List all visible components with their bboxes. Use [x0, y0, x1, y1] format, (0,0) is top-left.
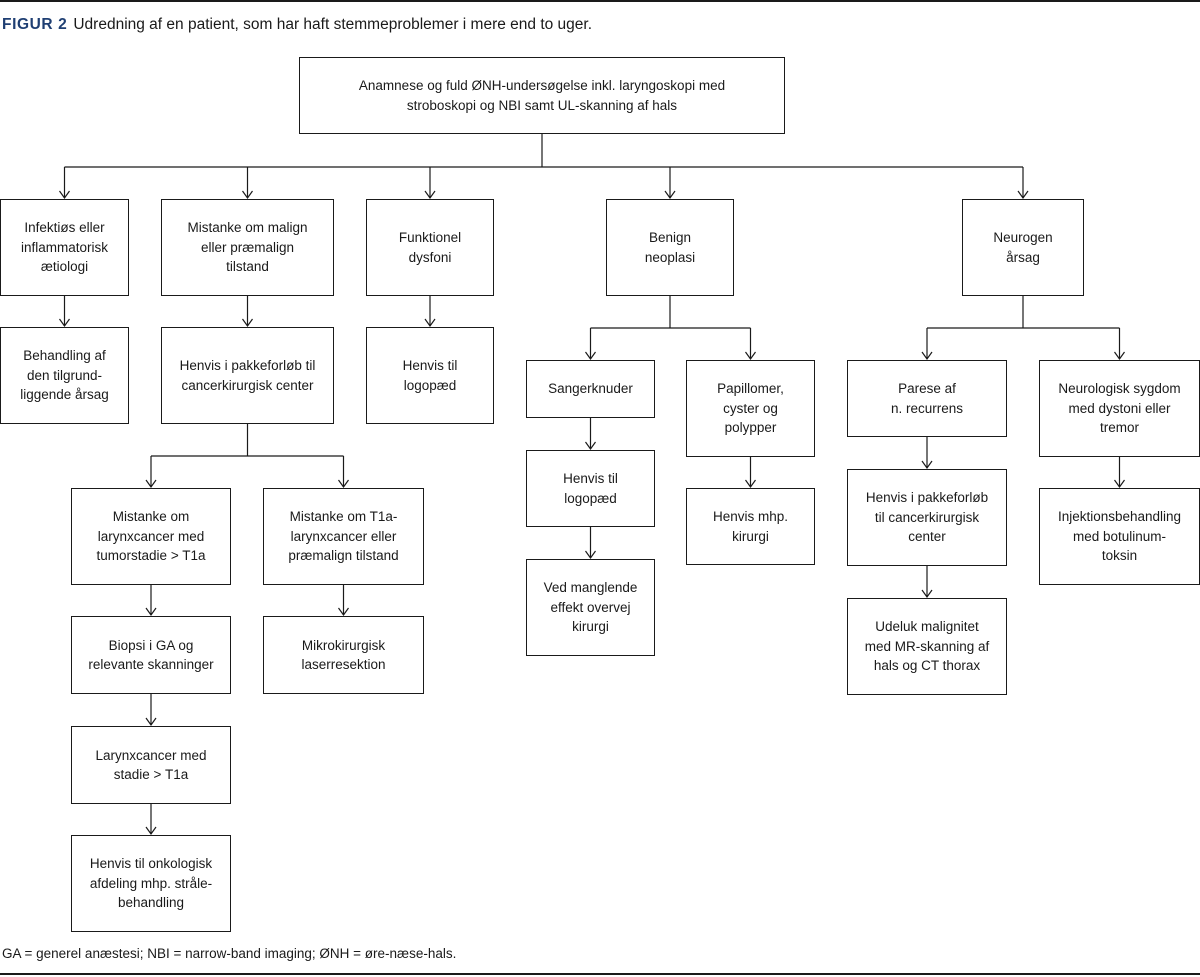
arrowhead [585, 441, 596, 451]
node-henvis-pakkeforloeb-2: Henvis i pakkeforløb til cancerkirurgisk… [847, 469, 1007, 566]
node-henvis-pakkeforloeb: Henvis i pakkeforløb til cancerkirurgisk… [161, 327, 334, 424]
node-henvis-onkologisk: Henvis til onkologisk afdeling mhp. strå… [71, 835, 231, 932]
arrowhead [242, 190, 253, 200]
arrowhead [921, 460, 933, 470]
node-mikrokirurgisk: Mikrokirurgisk laserresektion [263, 616, 424, 694]
arrowhead [921, 351, 933, 361]
node-injektionsbehandling: Injektionsbehandling med botulinum- toks… [1039, 488, 1200, 585]
figure-caption: FIGUR 2 Udredning af en patient, som har … [2, 16, 592, 34]
node-anamnese: Anamnese og fuld ØNH-undersøgelse inkl. … [299, 57, 785, 134]
node-neurologisk-sygdom: Neurologisk sygdom med dystoni eller tre… [1039, 360, 1200, 457]
arrowhead [145, 826, 157, 836]
arrowhead [145, 607, 157, 617]
figure-label: FIGUR 2 [2, 16, 68, 33]
arrowhead [585, 550, 596, 560]
node-biopsi: Biopsi i GA og relevante skanninger [71, 616, 231, 694]
arrowhead [585, 351, 596, 361]
footnote: GA = generel anæstesi; NBI = narrow-band… [2, 946, 457, 961]
node-neurogen-aarsag: Neurogen årsag [962, 199, 1084, 296]
arrowhead [242, 318, 253, 328]
arrowhead [664, 190, 676, 200]
arrowhead [145, 479, 157, 489]
node-mistanke-malign: Mistanke om malign eller præmalign tilst… [161, 199, 334, 296]
node-parese: Parese af n. recurrens [847, 360, 1007, 437]
node-mistanke-t1a: Mistanke om T1a- larynxcancer eller præm… [263, 488, 424, 585]
bottom-rule [0, 973, 1200, 975]
node-funktionel-dysfoni: Funktionel dysfoni [366, 199, 494, 296]
arrowhead [745, 351, 756, 361]
arrowhead [59, 318, 70, 328]
top-rule [0, 0, 1200, 2]
node-behandling: Behandling af den tilgrund- liggende års… [0, 327, 129, 424]
arrowhead [338, 607, 349, 617]
node-ved-manglende-effekt: Ved manglende effekt overvej kirurgi [526, 559, 655, 656]
node-benign-neoplasi: Benign neoplasi [606, 199, 734, 296]
arrowhead [1114, 351, 1125, 361]
node-papillomer: Papillomer, cyster og polypper [686, 360, 815, 457]
arrowhead [424, 318, 436, 328]
arrowhead [145, 717, 157, 727]
arrowhead [59, 190, 70, 200]
arrowhead [1017, 190, 1029, 200]
node-larynxcancer-stadie: Larynxcancer med stadie > T1a [71, 726, 231, 804]
node-henvis-logopaed-sanger: Henvis til logopæd [526, 450, 655, 527]
node-sangerknuder: Sangerknuder [526, 360, 655, 418]
node-infektios-aetiologi: Infektiøs eller inflammatorisk ætiologi [0, 199, 129, 296]
arrowhead [745, 479, 756, 489]
node-mistanke-larynxcancer: Mistanke om larynxcancer med tumorstadie… [71, 488, 231, 585]
figure-title: Udredning af en patient, som har haft st… [73, 16, 593, 33]
arrowhead [424, 190, 436, 200]
node-henvis-kirurgi: Henvis mhp. kirurgi [686, 488, 815, 565]
arrowhead [338, 479, 349, 489]
node-henvis-logopaed-funktionel: Henvis til logopæd [366, 327, 494, 424]
node-udeluk-malignitet: Udeluk malignitet med MR-skanning af hal… [847, 598, 1007, 695]
arrowhead [1114, 479, 1125, 489]
arrowhead [921, 589, 933, 599]
